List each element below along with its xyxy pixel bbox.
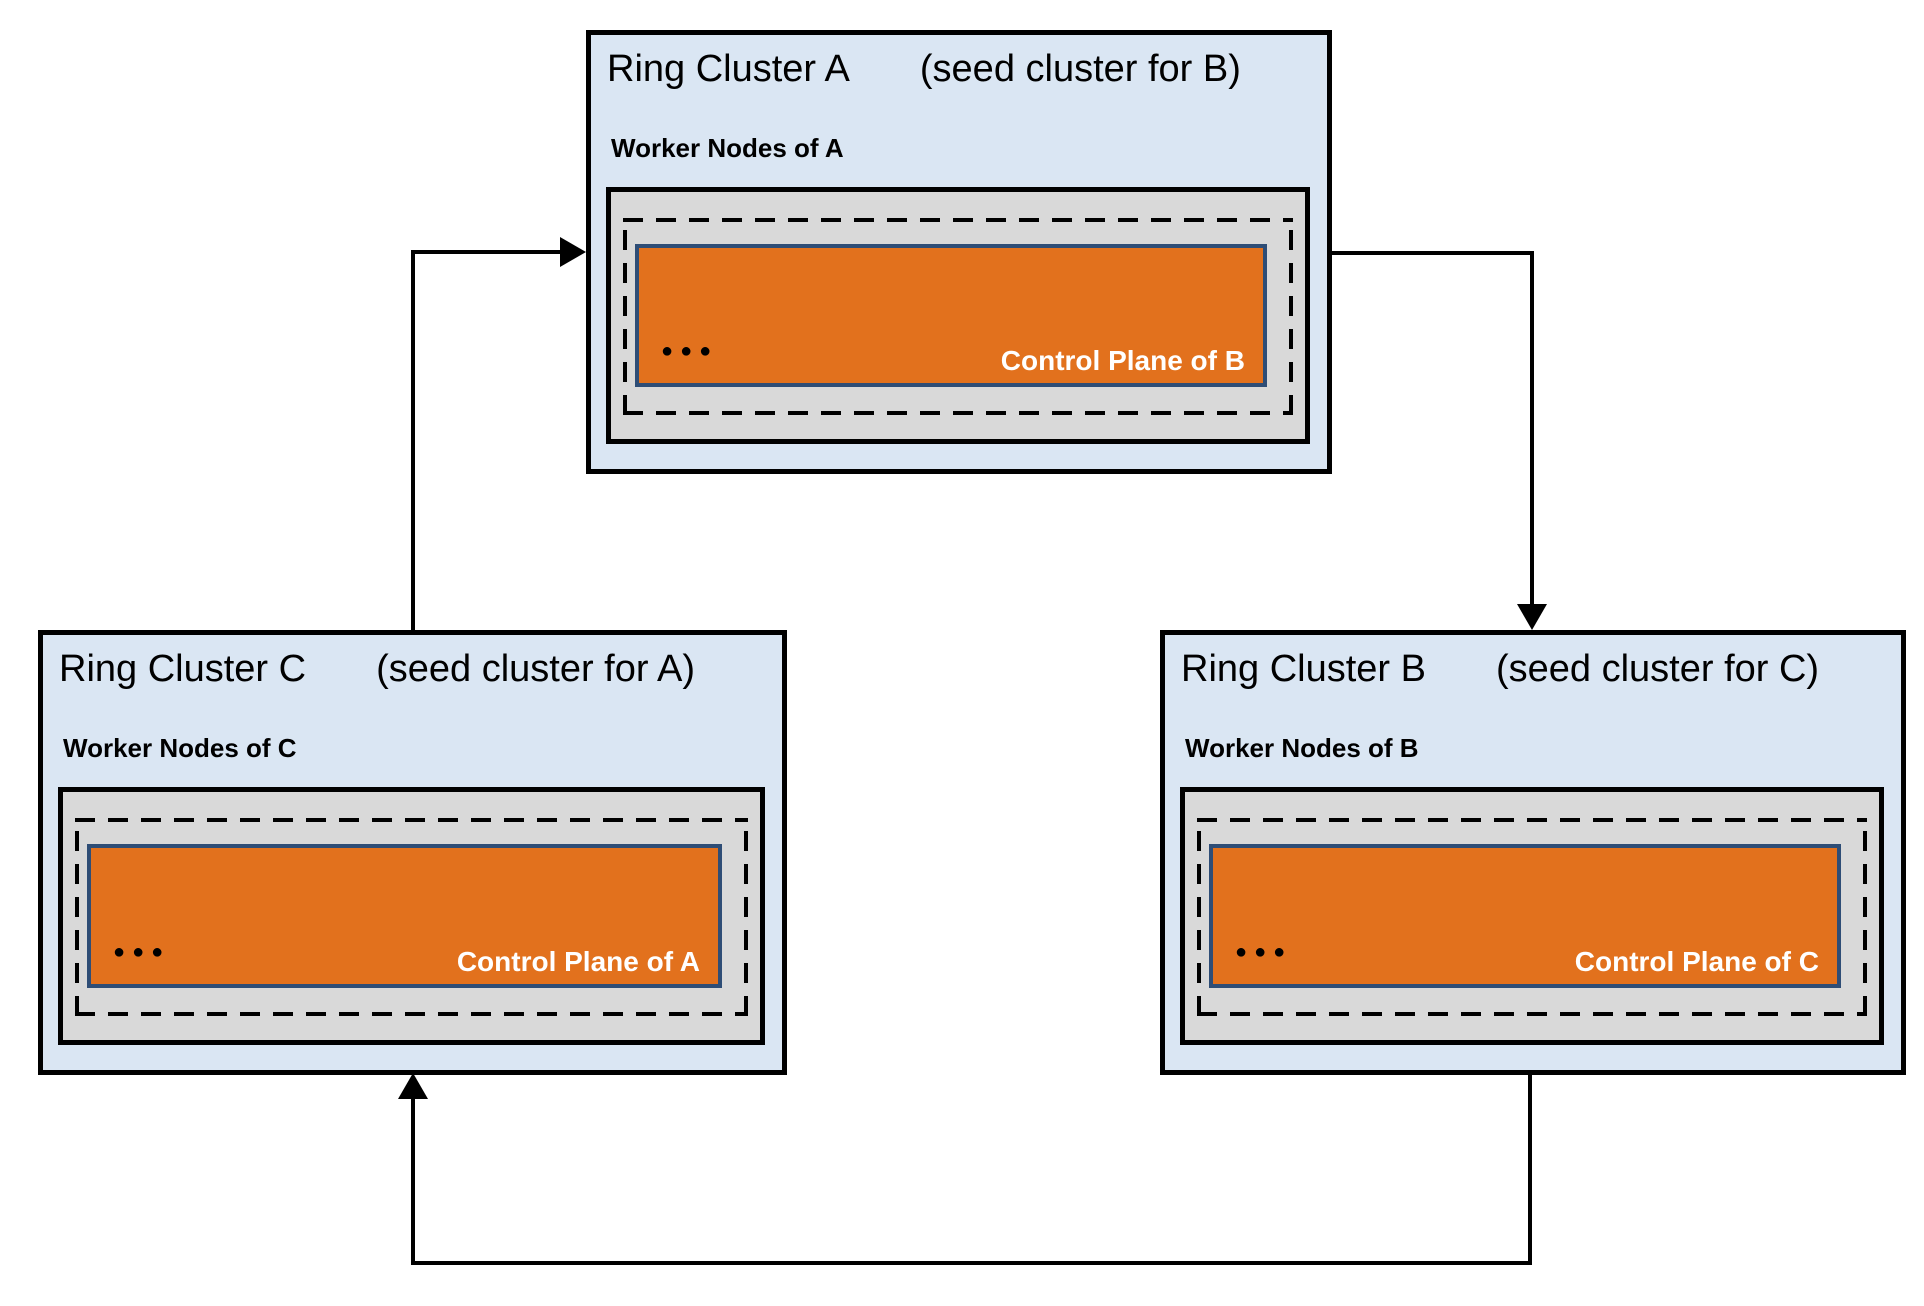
cluster-b-worker-nodes-box: ●●● Control Plane of C <box>1180 787 1884 1045</box>
cluster-a-dashed-boundary: ●●● Control Plane of B <box>623 218 1293 415</box>
cluster-a-seed-note: (seed cluster for B) <box>919 48 1241 90</box>
cluster-a-control-plane-box: ●●● Control Plane of B <box>635 244 1267 387</box>
arrow-a-to-b-arrowhead-icon <box>1517 604 1547 630</box>
cluster-a-title: Ring Cluster A (seed cluster for B) <box>591 35 1327 93</box>
cluster-c-worker-nodes-box: ●●● Control Plane of A <box>58 787 765 1045</box>
arrow-b-to-c-horizontal-segment <box>411 1261 1532 1265</box>
arrow-b-to-c-arrowhead-icon <box>398 1073 428 1099</box>
arrow-a-to-b-vertical-segment <box>1530 251 1534 606</box>
arrow-c-to-a-arrowhead-icon <box>560 237 586 267</box>
arrow-b-to-c-up-segment <box>411 1099 415 1265</box>
cluster-a-worker-nodes-label: Worker Nodes of A <box>611 132 844 163</box>
cluster-b-title: Ring Cluster B (seed cluster for C) <box>1165 635 1901 693</box>
cluster-b-control-plane-box: ●●● Control Plane of C <box>1209 844 1841 988</box>
cluster-c-title: Ring Cluster C (seed cluster for A) <box>43 635 782 693</box>
ellipsis-dots: ●●● <box>661 340 719 362</box>
cluster-b-control-plane-label: Control Plane of C <box>1574 946 1819 977</box>
cluster-b-name: Ring Cluster B <box>1181 648 1426 690</box>
cluster-b-worker-nodes-label: Worker Nodes of B <box>1185 732 1419 763</box>
cluster-a: Ring Cluster A (seed cluster for B) Work… <box>586 30 1332 474</box>
cluster-a-control-plane-label: Control Plane of B <box>1000 345 1245 376</box>
cluster-c-dashed-boundary: ●●● Control Plane of A <box>75 818 748 1016</box>
cluster-a-worker-nodes-box: ●●● Control Plane of B <box>606 187 1310 444</box>
arrow-b-to-c-down-segment <box>1528 1075 1532 1265</box>
cluster-c-name: Ring Cluster C <box>59 648 307 690</box>
arrow-a-to-b-horizontal-segment <box>1332 251 1534 255</box>
cluster-a-name: Ring Cluster A <box>607 48 850 90</box>
ellipsis-dots: ●●● <box>1235 941 1293 963</box>
cluster-c-control-plane-box: ●●● Control Plane of A <box>87 844 722 988</box>
cluster-c-control-plane-label: Control Plane of A <box>456 946 700 977</box>
cluster-c-seed-note: (seed cluster for A) <box>376 648 695 690</box>
ellipsis-dots: ●●● <box>113 941 171 963</box>
cluster-c-worker-nodes-label: Worker Nodes of C <box>63 732 297 763</box>
cluster-b-seed-note: (seed cluster for C) <box>1495 648 1820 690</box>
arrow-c-to-a-horizontal-segment <box>411 250 560 254</box>
cluster-b: Ring Cluster B (seed cluster for C) Work… <box>1160 630 1906 1075</box>
cluster-b-dashed-boundary: ●●● Control Plane of C <box>1197 818 1867 1016</box>
cluster-c: Ring Cluster C (seed cluster for A) Work… <box>38 630 787 1075</box>
arrow-c-to-a-vertical-segment <box>411 250 415 632</box>
